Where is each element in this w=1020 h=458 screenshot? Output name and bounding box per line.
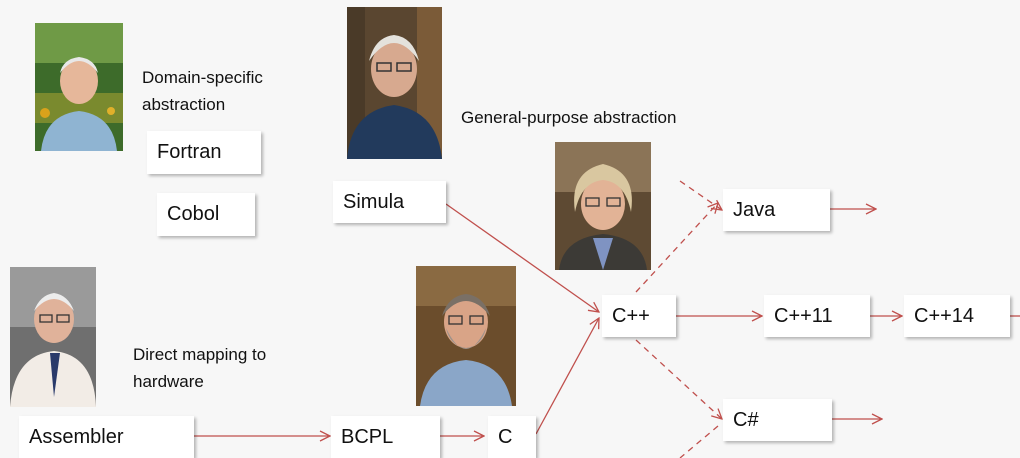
- caption-domain-specific-line2: abstraction: [142, 95, 226, 114]
- caption-direct-mapping: Direct mapping to hardware: [133, 341, 266, 395]
- box-java: Java: [723, 189, 830, 231]
- portrait-photo-1: [35, 23, 123, 151]
- dashed-arrow-csharp-out: [679, 425, 719, 458]
- box-fortran: Fortran: [147, 131, 261, 174]
- box-csharp: C#: [723, 399, 832, 441]
- box-simula: Simula: [333, 181, 446, 223]
- caption-direct-mapping-line1: Direct mapping to: [133, 345, 267, 364]
- box-cpp11: C++11: [764, 295, 870, 337]
- box-c: C: [488, 416, 536, 458]
- box-cpp: C++: [602, 295, 676, 337]
- box-cpp14: C++14: [904, 295, 1010, 337]
- arrow-c-cpp: [535, 318, 599, 435]
- portrait-photo-2: [347, 7, 442, 159]
- caption-domain-specific-line1: Domain-specific: [142, 68, 263, 87]
- portrait-photo-3: [555, 142, 651, 270]
- caption-domain-specific: Domain-specific abstraction: [142, 64, 263, 118]
- box-assembler: Assembler: [19, 416, 194, 458]
- dashed-arrow-cpp-java: [635, 203, 718, 293]
- portrait-photo-5: [416, 266, 516, 406]
- box-bcpl: BCPL: [331, 416, 440, 458]
- caption-general-purpose: General-purpose abstraction: [461, 108, 677, 127]
- dashed-arrow-cpp-csharp: [635, 339, 722, 419]
- caption-direct-mapping-line2: hardware: [133, 372, 204, 391]
- portrait-photo-4: [10, 267, 96, 407]
- arrow-simula-cpp: [445, 203, 599, 312]
- dashed-arrow-into-java: [679, 180, 722, 210]
- box-cobol: Cobol: [157, 193, 255, 236]
